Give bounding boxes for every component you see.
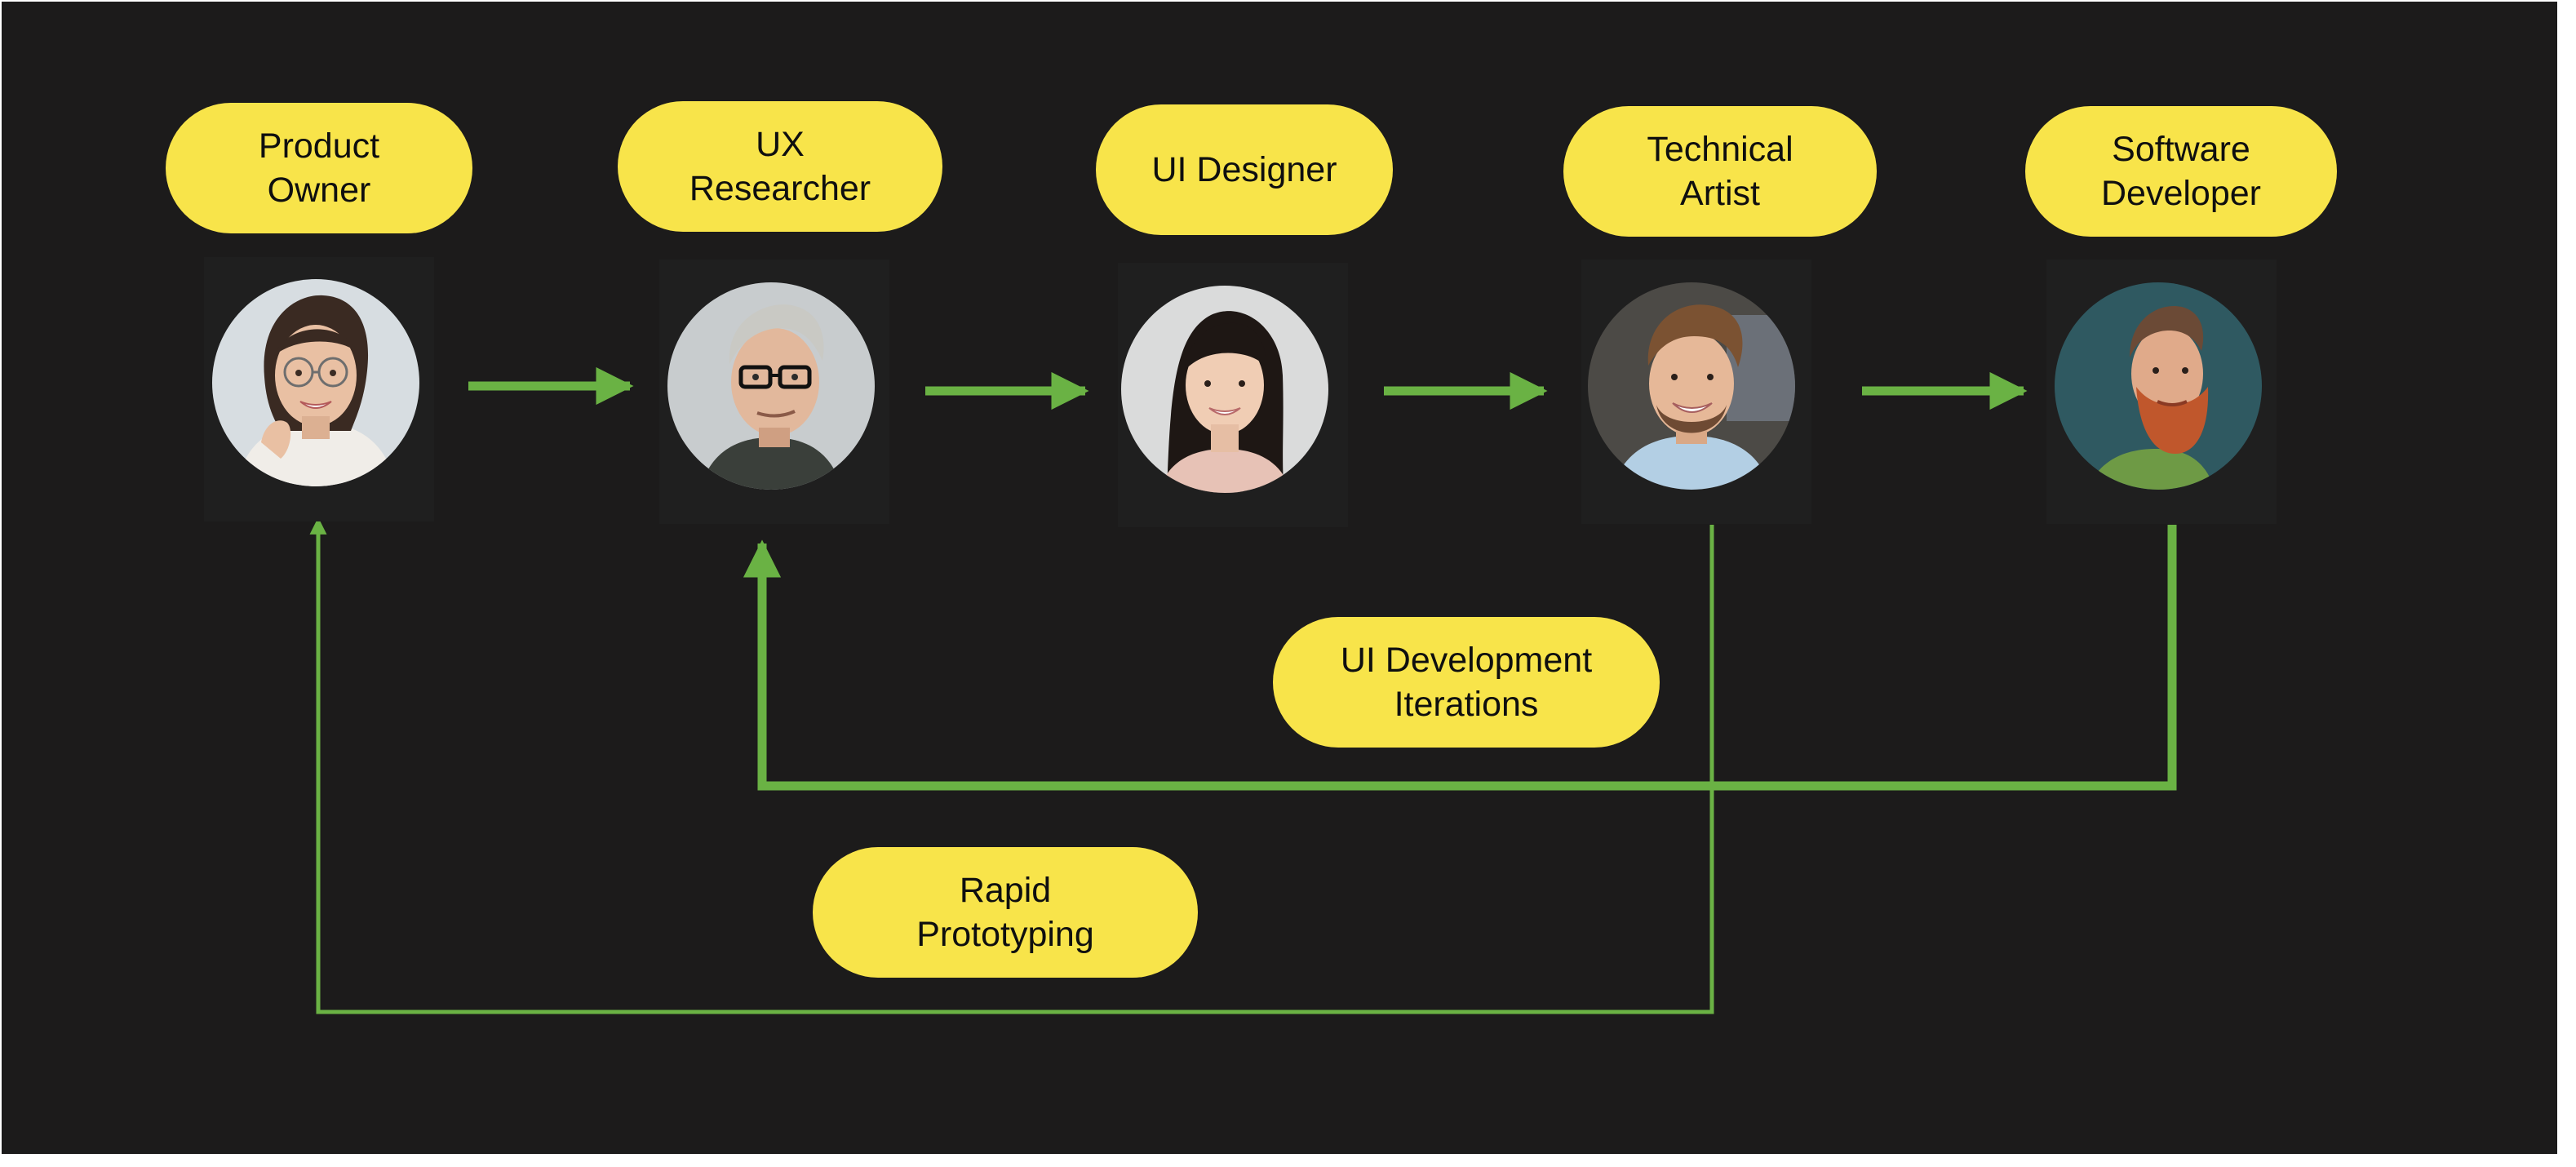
loop-ui-development-iterations-arrow: [743, 525, 2177, 791]
role-pill-ui-designer: UI Designer: [1096, 104, 1393, 235]
avatar-woman-glasses-icon: [212, 279, 419, 486]
role-pill-ux-researcher: UX Researcher: [618, 101, 942, 232]
avatar-woman-long-hair-icon: [1121, 286, 1328, 493]
role-pill-product-owner: Product Owner: [166, 103, 472, 233]
loop-rapid-prototyping-arrow: [309, 517, 1714, 1014]
avatar-man-smiling-icon: [1588, 282, 1795, 490]
role-pill-software-developer: Software Developer: [2025, 106, 2337, 237]
role-pill-technical-artist: Technical Artist: [1563, 106, 1877, 237]
avatar-man-red-beard-icon: [2055, 282, 2262, 490]
loop-pill-ui-development-iterations: UI Development Iterations: [1273, 617, 1660, 748]
avatar-man-glasses-icon: [667, 282, 875, 490]
loop-pill-rapid-prototyping: Rapid Prototyping: [813, 847, 1198, 978]
